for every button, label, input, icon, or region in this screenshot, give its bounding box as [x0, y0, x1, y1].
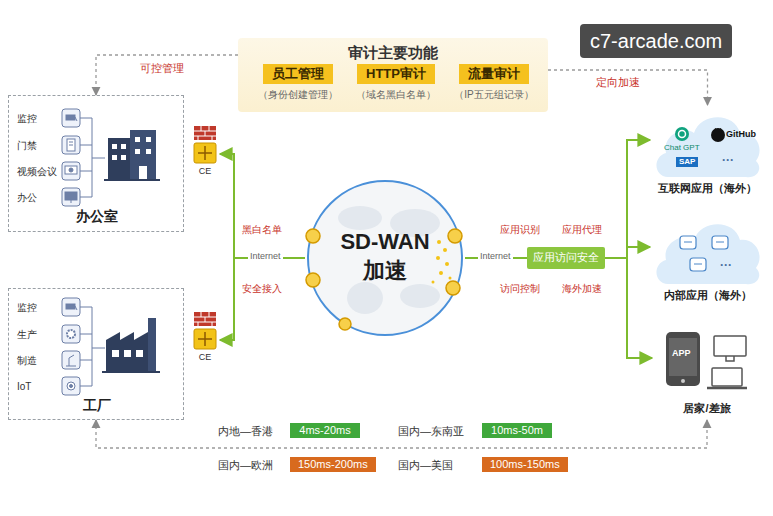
feature-label: 黑白名单: [242, 224, 282, 236]
node-sublabel: 4ms-20ms: [290, 423, 360, 438]
node-label: 应用访问安全: [533, 251, 599, 264]
audit-function: 员工管理 （身份创建管理）: [252, 64, 344, 108]
node-sublabel: SAP: [676, 157, 698, 167]
network-link: [605, 140, 650, 258]
node-sublabel: ···: [720, 258, 732, 272]
node-label: 视频会议: [17, 166, 57, 178]
device-item: 制造: [17, 352, 83, 370]
node-label: 国内—欧洲: [218, 459, 273, 472]
network-link: [605, 258, 652, 358]
latency-item: 国内—东南亚 10ms-50m: [398, 423, 568, 441]
feature-label: 应用代理: [562, 224, 602, 236]
node-label: 生产: [17, 329, 37, 341]
latency-item: 国内—美国 100ms-150ms: [398, 457, 568, 475]
dotted-link: [96, 420, 707, 448]
node-label: 监控: [17, 113, 37, 125]
factory-building: [102, 318, 160, 372]
node-label: 监控: [17, 302, 37, 314]
node-label: 制造: [17, 355, 37, 367]
sdwan-circle: SD-WAN 加速: [305, 178, 465, 338]
node-sublabel: 10ms-50m: [482, 423, 552, 438]
dotted-link: [548, 70, 708, 105]
dotted-link: [96, 55, 238, 95]
latency-item: 国内—欧洲 150ms-200ms: [218, 457, 388, 475]
node-label: 办公室: [76, 208, 118, 225]
node-label: 互联网应用（海外）: [658, 182, 757, 195]
node-sublabel: GitHub: [726, 129, 756, 140]
device-item: 监控: [17, 110, 83, 128]
node-label: 办公: [17, 192, 37, 204]
node-label: 审计主要功能: [348, 44, 438, 62]
node-label: 门禁: [17, 140, 37, 152]
network-link: [220, 154, 305, 258]
node-label: 工厂: [83, 397, 111, 414]
node-label: 员工管理: [263, 64, 333, 84]
edge-label: 可控管理: [140, 62, 184, 75]
audit-function: 流量审计 （IP五元组记录）: [448, 64, 540, 108]
node-label: 内部应用（海外）: [664, 289, 752, 302]
device-item: 办公: [17, 189, 83, 207]
office-brackets: [80, 118, 105, 197]
node-sublabel: （身份创建管理）: [258, 89, 338, 101]
node-sublabel: 100ms-150ms: [482, 457, 568, 472]
device-item: 生产: [17, 326, 83, 344]
home-travel: 居家/差旅 APP: [652, 328, 762, 420]
node-sublabel: APP: [672, 348, 691, 359]
node-label: SD-WAN 加速: [330, 228, 440, 285]
office-group: 办公室 监控门禁视频会议办公: [8, 95, 184, 232]
node-sublabel: （域名黑白名单）: [356, 89, 436, 101]
factory-icons: [62, 298, 80, 395]
router-icons: [306, 229, 462, 330]
edge-label: Internet: [478, 251, 513, 262]
device-item: 监控: [17, 299, 83, 317]
device-item: IoT: [17, 378, 83, 396]
network-label: Internet: [248, 251, 283, 262]
node-label: HTTP审计: [357, 64, 435, 84]
node-sublabel: ···: [722, 153, 734, 167]
office-icons: [62, 109, 80, 206]
latency-item: 内地—香港 4ms-20ms: [218, 423, 388, 441]
node-label: 居家/差旅: [683, 402, 730, 415]
office-building: [104, 130, 160, 180]
audit-function: HTTP审计 （域名黑白名单）: [350, 64, 442, 108]
internal-app-cloud: 内部应用（海外） ···: [650, 212, 765, 304]
factory-group: 工厂 监控生产制造 IoT: [8, 288, 184, 420]
watermark: c7-arcade.com: [580, 24, 732, 58]
ce-device: CE: [190, 312, 220, 368]
feature-label: 访问控制: [500, 283, 540, 295]
device-item: 视频会议: [17, 163, 83, 181]
node-label: CE: [199, 166, 212, 177]
network-link: [605, 247, 650, 258]
node-label: 流量审计: [459, 64, 529, 84]
node-label: 国内—美国: [398, 459, 453, 472]
internet-app-cloud: 互联网应用（海外） Chat GPT GitHubSAP ···: [650, 105, 765, 197]
feature-label: 应用识别: [500, 224, 540, 236]
feature-label: 安全接入: [242, 283, 282, 295]
feature-label: 海外加速: [562, 283, 602, 295]
edge-label: 定向加速: [596, 76, 640, 89]
node-sublabel: （IP五元组记录）: [454, 89, 533, 101]
node-label: 内地—香港: [218, 425, 273, 438]
node-label: CE: [199, 352, 212, 363]
node-sublabel: 150ms-200ms: [290, 457, 376, 472]
factory-brackets: [80, 307, 105, 386]
audit-panel: 审计主要功能员工管理 （身份创建管理） HTTP审计 （域名黑白名单） 流量审计 （IP五…: [238, 38, 548, 112]
app-security-box: 应用访问安全: [527, 247, 605, 269]
node-label: IoT: [17, 381, 31, 393]
device-item: 门禁: [17, 137, 83, 155]
node-sublabel: Chat GPT: [664, 143, 700, 153]
network-link: [220, 258, 305, 340]
node-dots: [432, 240, 452, 284]
ce-device: CE: [190, 126, 220, 182]
node-label: 国内—东南亚: [398, 425, 464, 438]
